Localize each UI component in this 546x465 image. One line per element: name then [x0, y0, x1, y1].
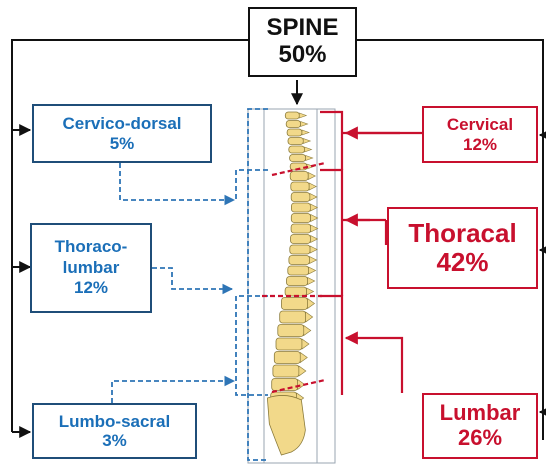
cervico-dorsal-label: Cervico-dorsal: [62, 114, 181, 133]
spinous-process: [310, 194, 317, 201]
vertebra-body: [290, 172, 308, 181]
spinous-process: [299, 113, 306, 118]
lumbar-box: Lumbar 26%: [422, 393, 538, 459]
vertebra-body: [285, 112, 299, 119]
vertebra-body: [290, 245, 310, 254]
thoracal-percent: 42%: [436, 248, 488, 277]
spinous-process: [307, 288, 314, 295]
spinous-process: [306, 156, 313, 161]
vertebra-body: [291, 203, 310, 212]
lumbo-sacral-percent: 3%: [102, 431, 127, 450]
sacrum: [267, 395, 305, 455]
spinous-process: [303, 139, 310, 144]
vertebra-body: [272, 379, 298, 391]
vertebra-body: [285, 287, 307, 296]
spinous-process: [301, 122, 308, 127]
vertebral-column-illustration: [267, 112, 317, 455]
thoraco-lumbar-percent: 12%: [74, 278, 108, 299]
thoracal-label: Thoracal: [408, 219, 516, 248]
spinous-process: [310, 257, 317, 264]
thoraco-lumbar-box: Thoraco-lumbar 12%: [30, 223, 152, 313]
vertebra-body: [276, 338, 302, 350]
spinous-process: [304, 326, 311, 336]
vertebra-body: [286, 121, 300, 128]
vertebra-body: [291, 182, 309, 191]
spinous-process: [308, 299, 315, 309]
spinous-process: [310, 204, 317, 211]
spinous-process: [306, 312, 313, 322]
spinous-process: [311, 236, 318, 243]
cervical-percent: 12%: [463, 135, 497, 154]
vertebra-body: [288, 266, 309, 275]
spinous-process: [308, 278, 315, 285]
vertebra-body: [274, 352, 300, 364]
thoraco-lumbar-label: Thoraco-lumbar: [42, 237, 140, 278]
vertebra-body: [288, 138, 303, 145]
vertebra-body: [291, 193, 310, 202]
spine-percent: 50%: [278, 42, 326, 69]
vertebra-body: [287, 129, 302, 136]
spine-label: SPINE: [266, 15, 338, 42]
spinous-process: [299, 366, 306, 376]
vertebra-body: [273, 365, 299, 377]
vertebra-body: [291, 224, 311, 233]
vertebra-body: [290, 155, 306, 162]
spinous-process: [310, 246, 317, 253]
lumbo-sacral-box: Lumbo-sacral 3%: [32, 403, 197, 459]
spine-total-box: SPINE 50%: [248, 7, 357, 77]
spinous-process: [309, 267, 316, 274]
vertebra-body: [282, 298, 308, 310]
lumbo-sacral-label: Lumbo-sacral: [59, 412, 170, 431]
spinous-process: [309, 183, 316, 190]
vertebra-body: [287, 277, 308, 286]
lumbar-percent: 26%: [458, 426, 502, 451]
vertebra-body: [291, 214, 310, 223]
cervico-dorsal-box: Cervico-dorsal 5%: [32, 104, 212, 163]
vertebra-body: [289, 256, 310, 265]
cervical-label: Cervical: [447, 115, 513, 134]
vertebra-body: [291, 235, 311, 244]
vertebra-body: [278, 325, 304, 337]
thoracal-box: Thoracal 42%: [387, 207, 538, 289]
spinous-process: [302, 130, 309, 135]
spinous-process: [308, 173, 315, 180]
cervical-box: Cervical 12%: [422, 106, 538, 163]
lumbar-label: Lumbar: [440, 401, 521, 426]
vertebra-body: [289, 146, 305, 153]
spinous-process: [302, 339, 309, 349]
cervico-dorsal-percent: 5%: [110, 134, 135, 153]
spinous-process: [305, 147, 312, 152]
vertebra-body: [280, 311, 306, 323]
spinous-process: [300, 353, 307, 363]
